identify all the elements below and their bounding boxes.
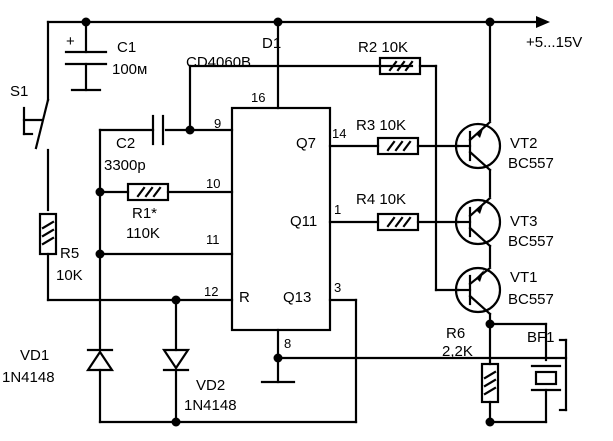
junction-dot (485, 417, 495, 427)
pin-16-label: 16 (251, 90, 265, 105)
vd1-value: 1N4148 (2, 369, 55, 386)
buzzer-bf1 (530, 338, 568, 424)
vd2-value: 1N4148 (184, 397, 237, 414)
resistor-r5 (38, 212, 58, 302)
vt1-value: BC557 (508, 291, 554, 308)
ic-part: CD4060B (186, 54, 251, 71)
vd1-ref: VD1 (20, 347, 49, 364)
resistor-r4 (328, 212, 460, 232)
vt1-ref: VT1 (510, 269, 538, 286)
junction-dot (273, 353, 283, 363)
resistor-r3 (328, 136, 460, 156)
pin-3-label: 3 (334, 280, 341, 295)
r5-value: 10K (56, 267, 83, 284)
pin-8-label: 8 (284, 336, 291, 351)
transistor-vt3 (454, 196, 502, 268)
vt3-value: BC557 (508, 233, 554, 250)
vd2-ref: VD2 (196, 377, 225, 394)
diode-vd1 (85, 348, 115, 424)
supply-label: +5...15V (526, 34, 582, 51)
resistor-r1 (98, 182, 234, 202)
r6-ref: R6 (446, 325, 465, 342)
resistor-r6 (480, 322, 500, 424)
c1-value: 100м (112, 61, 147, 78)
switch-s1 (22, 20, 50, 212)
vt2-value: BC557 (508, 155, 554, 172)
r2-label: R2 10K (358, 39, 408, 56)
pin-reset-name: R (239, 289, 250, 306)
pin-10-label: 10 (206, 176, 220, 191)
r5-ref: R5 (60, 245, 79, 262)
transistor-vt2 (454, 120, 502, 198)
junction-dot (185, 125, 195, 135)
q7-name: Q7 (296, 135, 316, 152)
pin-11-label: 11 (206, 232, 220, 247)
r3-label: R3 10K (356, 117, 406, 134)
junction-dot (95, 187, 105, 197)
pin-9-label: 9 (214, 116, 221, 131)
diode-vd2 (161, 298, 191, 424)
pin-1-label: 1 (334, 202, 341, 217)
pin-12-label: 12 (204, 284, 218, 299)
r1-value: 110K (126, 225, 160, 242)
q11-name: Q11 (290, 213, 317, 230)
vt2-ref: VT2 (510, 135, 538, 152)
r4-label: R4 10K (356, 191, 406, 208)
vt3-ref: VT3 (510, 213, 538, 230)
junction-dot (95, 249, 105, 259)
r6-value: 2,2K (442, 343, 473, 360)
c2-value: 3300p (104, 157, 146, 174)
bf1-ref: BF1 (527, 329, 555, 346)
pin-14-label: 14 (332, 126, 346, 141)
supply-rail (46, 16, 550, 28)
c1-ref: C1 (117, 39, 136, 56)
capacitor-c1 (64, 20, 108, 92)
c2-ref: C2 (116, 135, 135, 152)
r1-ref: R1* (132, 205, 157, 222)
transistor-vt1 (454, 266, 502, 326)
junction-dot (171, 417, 181, 427)
q13-name: Q13 (283, 289, 311, 306)
ic-d1-body (230, 106, 332, 332)
resistor-r2 (378, 56, 460, 292)
ic-designator: D1 (262, 35, 281, 52)
c1-polarity: + (66, 33, 75, 50)
s1-ref: S1 (10, 83, 28, 100)
